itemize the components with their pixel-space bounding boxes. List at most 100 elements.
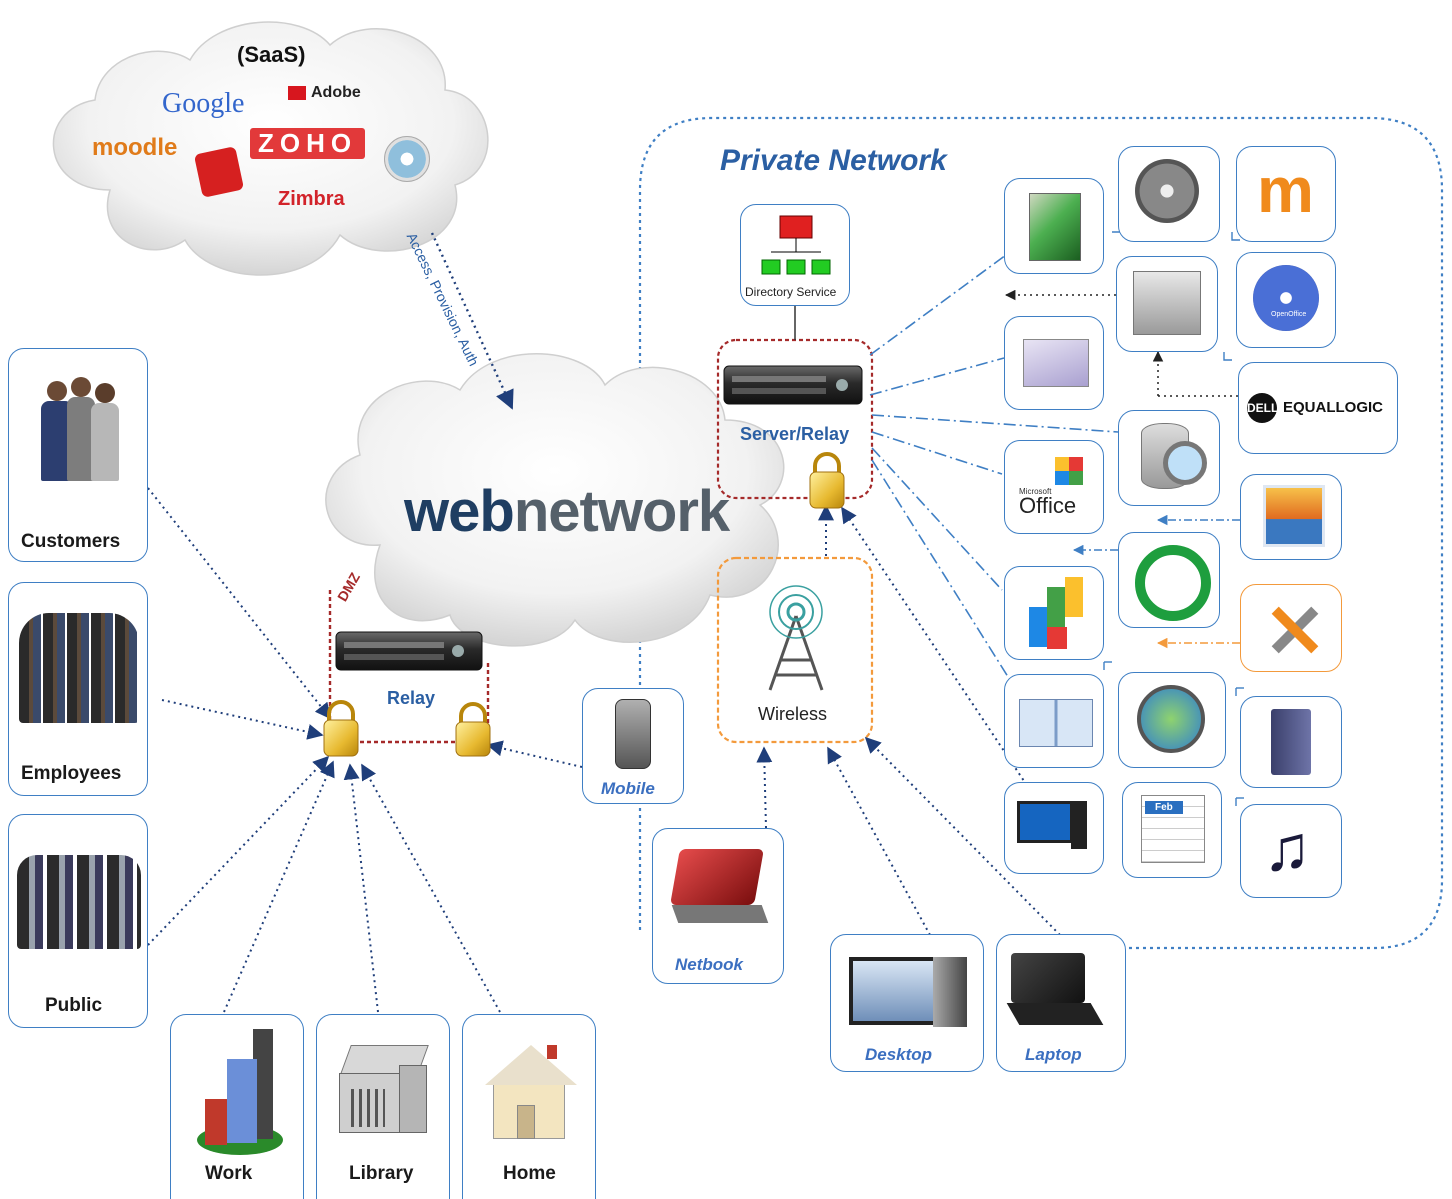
desktop-monitor-icon (849, 957, 941, 1025)
app-arrows (1004, 231, 1240, 649)
wireless-boundary (716, 556, 874, 744)
picture-icon (1263, 485, 1325, 547)
adobe-logo: Adobe (311, 84, 361, 101)
lock-icon (323, 700, 359, 757)
employees-people-icon (19, 613, 139, 723)
open-book-icon (1019, 699, 1093, 747)
ms-office-tile[interactable]: Microsoft Office (1004, 440, 1104, 534)
library-label: Library (349, 1163, 414, 1184)
google-logo: Google (162, 88, 245, 119)
film-reel-icon (1135, 159, 1199, 223)
netbook-icon (670, 849, 764, 905)
laptop-box[interactable]: Laptop (996, 934, 1126, 1072)
work-box[interactable]: Work (170, 1014, 304, 1199)
film-reel-tile[interactable] (1118, 146, 1220, 242)
netbook-label: Netbook (675, 955, 743, 974)
webnetwork-logo: webnetwork (404, 478, 730, 545)
mobile-box[interactable]: Mobile (582, 688, 684, 804)
office-building-icon (197, 1029, 283, 1155)
file-cabinet-icon (1133, 271, 1201, 335)
tools-tile[interactable] (1240, 584, 1342, 672)
webnetwork-part2: network (513, 479, 730, 544)
dell-logo: DELL (1247, 393, 1278, 423)
desktop-label: Desktop (865, 1045, 933, 1064)
refresh-tile[interactable] (1118, 532, 1220, 628)
tower-icon (1071, 801, 1087, 849)
employees-box[interactable]: Employees (8, 582, 148, 796)
calendar-tile[interactable]: Feb (1122, 782, 1222, 878)
customers-label: Customers (21, 531, 121, 552)
database-search-tile[interactable] (1118, 410, 1220, 506)
desktop-box[interactable]: Desktop (830, 934, 984, 1072)
software-box-tile[interactable] (1004, 178, 1104, 274)
relay-label: Relay (387, 688, 436, 708)
employees-label: Employees (21, 763, 122, 784)
office-label: Office (1019, 493, 1077, 518)
music-tile[interactable]: ♫ (1240, 804, 1342, 898)
customers-box[interactable]: Customers (8, 348, 148, 562)
calendar-month-label: Feb (1145, 801, 1183, 814)
dell-equallogic-tile[interactable]: DELL EQUALLOGIC (1238, 362, 1398, 454)
webnetwork-cloud (325, 353, 785, 647)
lock-icon (455, 702, 491, 757)
charts-tile[interactable] (1004, 566, 1104, 660)
green-refresh-icon (1135, 545, 1211, 621)
netbook-keyboard-icon (671, 905, 769, 923)
globe-search-icon (1137, 685, 1205, 753)
home-box[interactable]: Home (462, 1014, 596, 1199)
openoffice-tile[interactable]: OpenOffice (1236, 252, 1336, 348)
webnetwork-part1: web (404, 479, 515, 544)
mail-pencil-icon (1023, 339, 1089, 387)
lock-icon (809, 452, 845, 509)
relay-server-icon (335, 631, 483, 671)
web-search-tile[interactable] (1118, 672, 1226, 768)
moodle-tile[interactable]: m (1236, 146, 1336, 242)
main-server-icon (723, 365, 863, 405)
zimbra-logo: Zimbra (278, 188, 345, 210)
desktop-computer-icon (1017, 801, 1073, 843)
saas-title: (SaaS) (237, 42, 306, 67)
netbook-box[interactable]: Netbook (652, 828, 784, 984)
public-box[interactable]: Public (8, 814, 148, 1028)
equallogic-label: EQUALLOGIC (1283, 399, 1383, 416)
software-box-icon (1029, 193, 1081, 261)
zoho-logo: ZOHO (250, 128, 366, 159)
laptop-icon (1011, 953, 1085, 1003)
corner-arrows (1103, 232, 1244, 806)
library-box[interactable]: Library (316, 1014, 450, 1199)
mobile-phone-icon (615, 699, 651, 769)
laptop-keyboard-icon (1006, 1003, 1104, 1025)
mail-tile[interactable] (1004, 316, 1104, 410)
address-book-tile[interactable] (1004, 674, 1104, 768)
private-network-title: Private Network (720, 144, 947, 177)
slideshare-icon (193, 146, 245, 198)
openoffice-disc-icon (1253, 265, 1319, 331)
wireless-label: Wireless (758, 704, 828, 724)
app-connector-lines (869, 254, 1119, 681)
image-tile[interactable] (1240, 474, 1342, 560)
moodle-logo: moodle (92, 134, 178, 161)
wireless-tower-icon (768, 585, 824, 691)
music-note-icon: ♫ (1263, 812, 1311, 884)
directory-org-chart-icon (761, 215, 831, 275)
server-relay-label: Server/Relay (740, 424, 850, 444)
bar-chart-cubes-icon (1029, 577, 1085, 649)
magnifier-icon (1163, 441, 1207, 485)
computer-tile[interactable] (1004, 782, 1104, 874)
work-label: Work (205, 1163, 253, 1184)
adobe-icon (288, 86, 306, 100)
office-small-label: Microsoft (1019, 487, 1052, 496)
library-building-icon (335, 1045, 431, 1135)
dmz-boundary (328, 590, 490, 744)
book-tile[interactable] (1240, 696, 1342, 788)
file-cabinet-tile[interactable] (1116, 256, 1218, 352)
directory-service-box[interactable]: Directory Service (740, 204, 850, 306)
customers-people-icon (37, 371, 121, 491)
mobile-label: Mobile (601, 779, 655, 798)
public-people-icon (17, 855, 141, 949)
book-icon (1271, 709, 1311, 775)
public-label: Public (45, 995, 103, 1016)
home-label: Home (503, 1163, 556, 1184)
openoffice-label: OpenOffice (1271, 311, 1307, 318)
